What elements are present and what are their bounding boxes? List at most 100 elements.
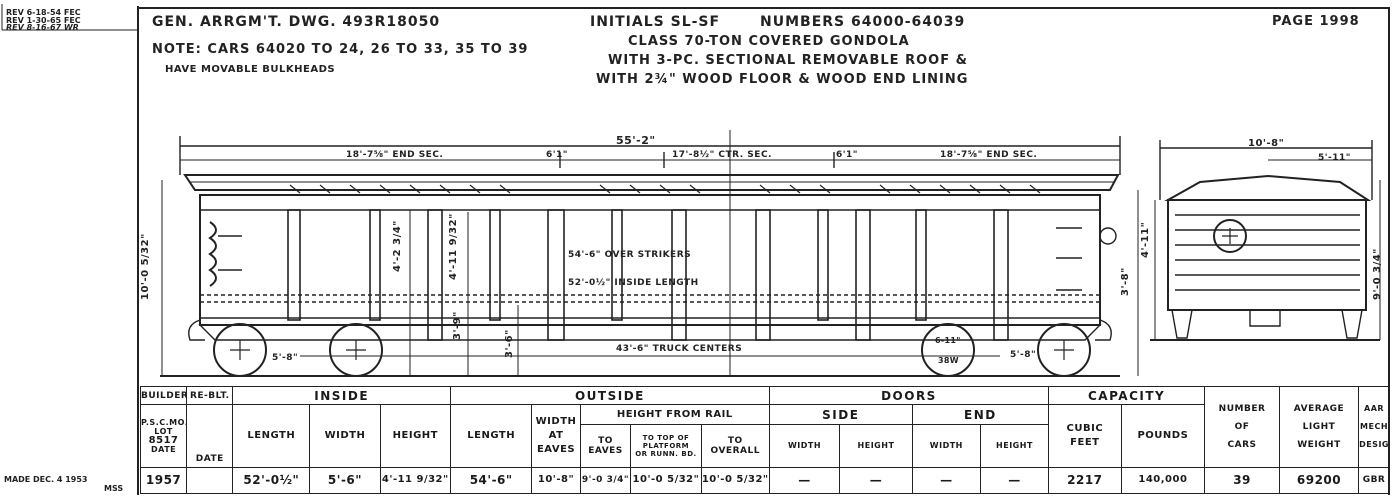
- note-line-1: NOTE: CARS 64020 TO 24, 26 TO 33, 35 TO …: [152, 42, 529, 57]
- rebuilt-date: DATE: [186, 404, 234, 468]
- dim-end-height: 9'-0 3/4": [1372, 248, 1383, 300]
- dim-inside-length: 52'-0½" INSIDE LENGTH: [568, 278, 699, 288]
- col-rebuilt: RE-BLT.: [186, 385, 234, 406]
- dim-end-small: 3'-8": [1120, 267, 1131, 296]
- initials: INITIALS SL-SF: [590, 14, 721, 30]
- value-cubic-feet: 2217: [1048, 466, 1122, 495]
- to-overall-header: TO OVERALL: [700, 424, 770, 468]
- dim-truck-centers: 43'-6" TRUCK CENTERS: [616, 344, 743, 354]
- dim-end-sec-left: 18'-7⅝" END SEC.: [346, 150, 444, 160]
- dim-wheelbase-left: 5'-8": [272, 353, 299, 363]
- pounds-header: POUNDS: [1120, 404, 1206, 468]
- to-eaves-1: TO: [598, 436, 613, 447]
- builder-lot: P.S.C.MO. LOT 8517 DATE: [139, 404, 188, 468]
- outside-length-header: LENGTH: [450, 404, 533, 468]
- class-line-1: CLASS 70-TON COVERED GONDOLA: [628, 34, 910, 49]
- col-average-light-weight: AVERAGE LIGHT WEIGHT: [1278, 386, 1360, 468]
- value-number-of-cars: 39: [1204, 466, 1280, 495]
- to-top-2: PLATFORM: [642, 442, 690, 451]
- eaves-label-2: AT: [548, 429, 564, 441]
- number-label-2: OF: [1234, 421, 1250, 432]
- inside-width-header: WIDTH: [309, 404, 381, 468]
- to-top-1: TO TOP OF: [642, 434, 690, 443]
- inside-height-header: HEIGHT: [379, 404, 452, 468]
- builder-sub-1: P.S.C.MO.: [141, 417, 187, 427]
- value-width-at-eaves: 10'-8": [531, 466, 581, 495]
- end-height-header: HEIGHT: [979, 424, 1050, 468]
- wheel-label-2: 38W: [938, 356, 959, 365]
- aar-label-1: AAR: [1364, 403, 1385, 413]
- value-side-width: —: [768, 466, 841, 495]
- to-top-platform-header: TO TOP OF PLATFORM OR RUNN. BD.: [630, 424, 702, 468]
- value-to-eaves: 9'-0 3/4": [579, 466, 632, 495]
- end-width-header: WIDTH: [911, 424, 981, 468]
- wheel-label-1: 6-11": [935, 336, 961, 345]
- class-line-2: WITH 3-PC. SECTIONAL REMOVABLE ROOF &: [608, 53, 968, 68]
- door-end-header: END: [911, 404, 1050, 426]
- value-inside-height: 4'-11 9/32": [379, 466, 452, 495]
- cubic-feet-header: CUBIC FEET: [1048, 404, 1122, 468]
- col-number-of-cars: NUMBER OF CARS: [1204, 386, 1280, 468]
- dim-end-sec-right: 18'-7⅝" END SEC.: [940, 150, 1038, 160]
- dim-end-inner: 4'-11": [1140, 221, 1151, 258]
- note-line-2: HAVE MOVABLE BULKHEADS: [165, 64, 336, 75]
- value-inside-width: 5'-6": [309, 466, 381, 495]
- car-numbers: NUMBERS 64000-64039: [760, 14, 966, 30]
- value-to-overall: 10'-0 5/32": [700, 466, 770, 495]
- dim-gap-left: 6'1": [546, 150, 568, 160]
- page-number: PAGE 1998: [1272, 14, 1360, 29]
- value-light-weight: 69200: [1278, 466, 1360, 495]
- side-width-header: WIDTH: [768, 424, 841, 468]
- dim-gap-right: 6'1": [836, 150, 858, 160]
- col-builder: BUILDER: [139, 385, 188, 406]
- value-to-top-platform: 10'-0 5/32": [630, 466, 702, 495]
- height-from-rail-header: HEIGHT FROM RAIL: [579, 404, 770, 426]
- dim-ctr-sec: 17'-8½" CTR. SEC.: [672, 150, 772, 160]
- to-overall-2: OVERALL: [710, 446, 760, 457]
- value-built: 1957: [139, 466, 188, 495]
- dim-overall: 55'-2": [616, 134, 656, 147]
- builder-sub-2: LOT: [154, 426, 173, 436]
- dim-end-half: 5'-11": [1318, 153, 1351, 163]
- weight-label-1: AVERAGE: [1293, 403, 1345, 414]
- value-rebuilt: [186, 466, 234, 495]
- side-height-header: HEIGHT: [839, 424, 913, 468]
- dim-wheelbase-right: 5'-8": [1010, 350, 1037, 360]
- eaves-label-1: WIDTH: [535, 415, 577, 427]
- dim-over-strikers: 54'-6" OVER STRIKERS: [568, 250, 692, 260]
- to-eaves-header: TO EAVES: [579, 424, 632, 468]
- revision-3: REV 8-16-67 WR: [6, 23, 79, 32]
- aar-label-2: MECH: [1360, 421, 1389, 431]
- col-outside: OUTSIDE: [450, 385, 770, 406]
- revision-1: REV 6-18-54 FEC: [6, 8, 81, 17]
- made-note: MADE DEC. 4 1953: [4, 475, 88, 484]
- col-capacity: CAPACITY: [1048, 385, 1206, 406]
- width-at-eaves-header: WIDTH AT EAVES: [531, 404, 581, 468]
- number-label-3: CARS: [1227, 439, 1257, 450]
- value-outside-length: 54'-6": [450, 466, 533, 495]
- door-side-header: SIDE: [768, 404, 913, 426]
- value-side-height: —: [839, 466, 913, 495]
- to-top-3: OR RUNN. BD.: [635, 450, 697, 459]
- col-inside: INSIDE: [232, 385, 452, 406]
- col-aar: AAR MECH DESIG: [1358, 386, 1390, 468]
- revision-2: REV 1-30-65 FEC: [6, 16, 81, 25]
- value-aar: GBR: [1358, 466, 1390, 495]
- drawing-number: GEN. ARRGM'T. DWG. 493R18050: [152, 14, 441, 30]
- builder-sub-4: DATE: [151, 444, 177, 454]
- dim-end-width: 10'-8": [1248, 138, 1285, 149]
- value-end-width: —: [911, 466, 981, 495]
- cubic-label-1: CUBIC: [1066, 422, 1104, 434]
- cubic-label-2: FEET: [1070, 436, 1100, 448]
- aar-label-3: DESIG: [1359, 439, 1389, 449]
- to-overall-1: TO: [727, 436, 743, 447]
- to-eaves-2: EAVES: [588, 446, 623, 457]
- inside-length-header: LENGTH: [232, 404, 311, 468]
- builder-sub-3: 8517: [148, 434, 179, 446]
- class-line-3: WITH 2¾" WOOD FLOOR & WOOD END LINING: [596, 72, 969, 87]
- made-initials: MSS: [104, 484, 124, 493]
